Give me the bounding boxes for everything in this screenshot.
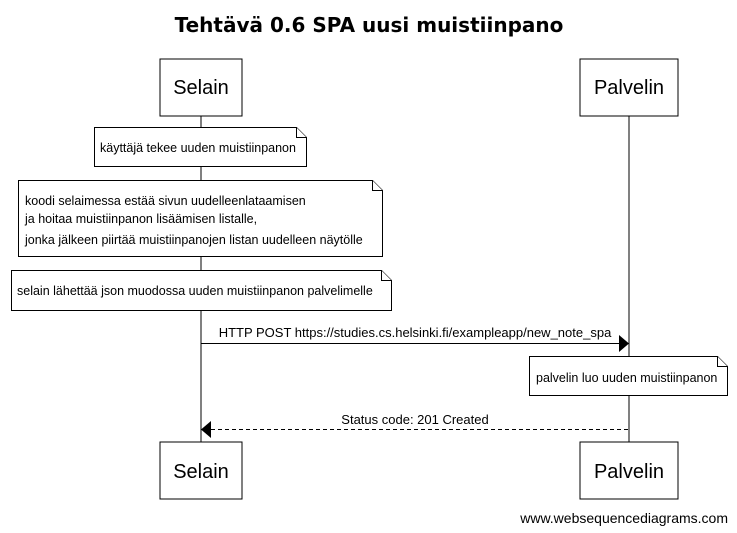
note-line: koodi selaimessa estää sivun uudelleenla… [25, 194, 306, 208]
arrow-head [201, 421, 211, 438]
note-line: palvelin luo uuden muistiinpanon [536, 371, 717, 385]
note-line: ja hoitaa muistiinpanon lisäämisen lista… [24, 212, 257, 226]
note-line: jonka jälkeen piirtää muistiinpanojen li… [24, 233, 363, 247]
participant-palvelin-top: Palvelin [579, 58, 679, 117]
note-browser-sends-json: selain lähettää json muodossa uuden muis… [11, 270, 392, 311]
note-line: käyttäjä tekee uuden muistiinpanon [100, 141, 296, 155]
message-label: Status code: 201 Created [341, 412, 488, 427]
participant-label: Selain [173, 77, 229, 99]
message-status-201: Status code: 201 Created [201, 412, 629, 438]
note-server-creates: palvelin luo uuden muistiinpanon [529, 356, 728, 396]
diagram-title: Tehtävä 0.6 SPA uusi muistiinpano [175, 13, 564, 37]
note-line: selain lähettää json muodossa uuden muis… [17, 284, 373, 298]
message-http-post: HTTP POST https://studies.cs.helsinki.fi… [201, 325, 629, 352]
participant-label: Selain [173, 461, 229, 483]
message-label: HTTP POST https://studies.cs.helsinki.fi… [219, 325, 612, 340]
participant-label: Palvelin [594, 461, 664, 483]
watermark: www.websequencediagrams.com [519, 510, 728, 526]
note-user-creates: käyttäjä tekee uuden muistiinpanon [94, 127, 307, 167]
participant-selain-top: Selain [159, 58, 243, 117]
note-code-prevents-reload: koodi selaimessa estää sivun uudelleenla… [18, 180, 383, 257]
arrow-head [619, 335, 629, 352]
participant-palvelin-bottom: Palvelin [579, 441, 679, 500]
participant-selain-bottom: Selain [159, 441, 243, 500]
participant-label: Palvelin [594, 77, 664, 99]
